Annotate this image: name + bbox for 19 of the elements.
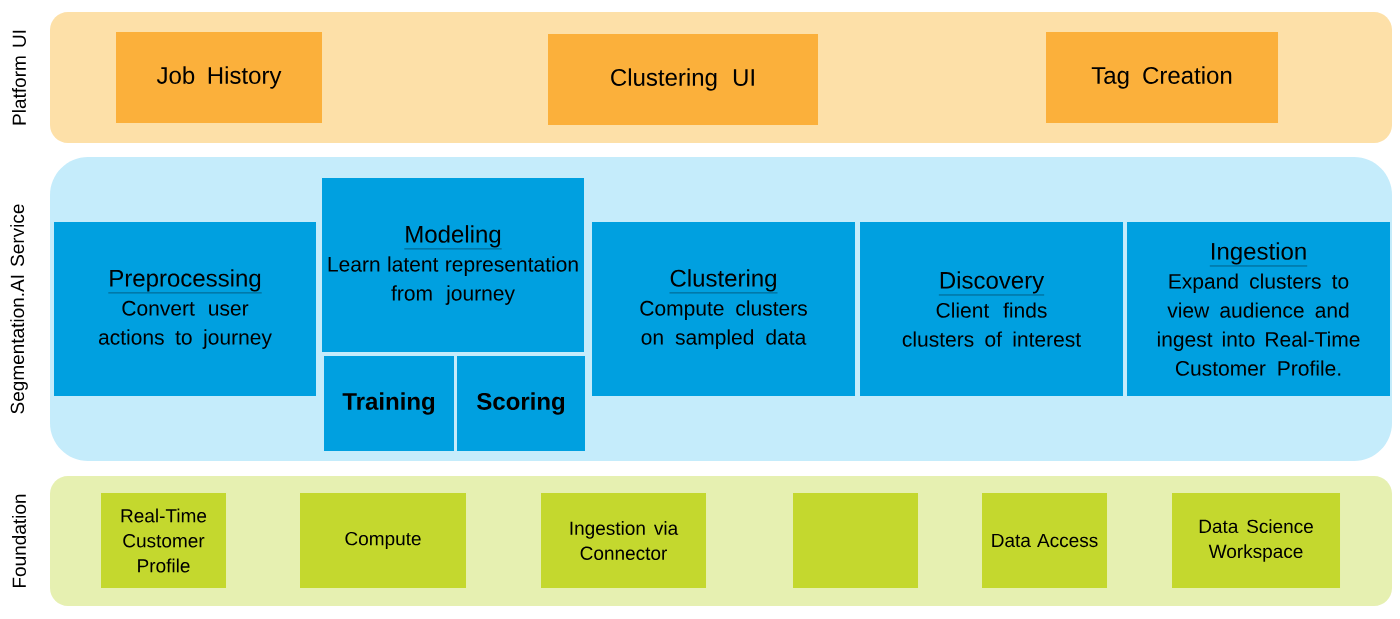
- service-box: Discovery Client finds clusters of interest: [860, 222, 1123, 396]
- service-box: Preprocessing Convert user actions to journey: [54, 222, 316, 396]
- sub-step-box: Training: [324, 356, 454, 451]
- foundation-box: Compute: [300, 493, 466, 588]
- foundation-box: Real-Time Customer Profile: [101, 493, 226, 588]
- ui-box: Job History: [116, 32, 322, 123]
- service-box: Ingestion Expand clusters to view audience and ingest into Real-Time Customer Profile.: [1127, 222, 1390, 396]
- layer-label: Foundation: [12, 494, 26, 587]
- foundation-box: Ingestion via Connector: [541, 493, 706, 588]
- ui-box: Tag Creation: [1046, 32, 1278, 123]
- service-box: Modeling Learn latent representation from journey: [322, 178, 584, 352]
- layer-label: Segmentation.AI Service: [10, 204, 28, 414]
- service-box: Clustering Compute clusters on sampled data: [592, 222, 855, 396]
- foundation-box: Data Science Workspace: [1172, 493, 1340, 588]
- foundation-box: [793, 493, 918, 588]
- foundation-box: Data Access: [982, 493, 1107, 588]
- layer-label: Platform UI: [12, 30, 26, 125]
- sub-step-box: Scoring: [457, 356, 585, 451]
- ui-box: Clustering UI: [548, 34, 818, 125]
